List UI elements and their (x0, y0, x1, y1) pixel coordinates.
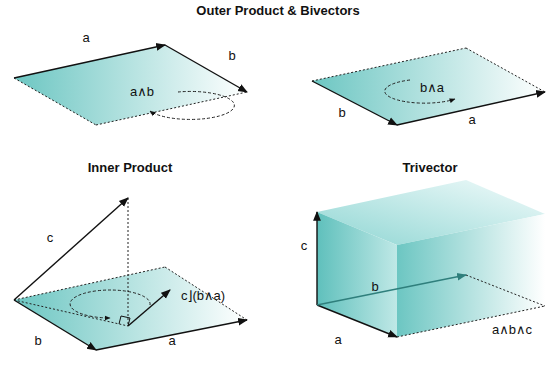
bivector-b-wedge-a (312, 48, 545, 125)
trivector-box (317, 180, 545, 337)
bivector-label: b∧a (420, 81, 444, 95)
inner-product-label: c⌋(b∧a) (181, 289, 225, 303)
section-heading: Inner Product (88, 161, 173, 175)
title: Outer Product & Bivectors (196, 4, 359, 18)
vector-label: a (334, 333, 341, 347)
vector-label: a (82, 31, 89, 45)
trivector-label: a∧b∧c (492, 323, 532, 337)
vector-label: c (301, 239, 308, 253)
bivector-a-wedge-b (14, 45, 247, 125)
section-heading: Trivector (403, 161, 458, 175)
vector-label: a (468, 113, 475, 127)
bivector-label: a∧b (130, 85, 154, 99)
vector-label: b (371, 280, 378, 294)
vector-label: b (34, 334, 41, 348)
vector-label: a (168, 334, 175, 348)
vector-label: b (228, 49, 235, 63)
vector-label: c (47, 231, 54, 245)
inner-product-figure (14, 198, 247, 350)
vector-label: b (338, 106, 345, 120)
